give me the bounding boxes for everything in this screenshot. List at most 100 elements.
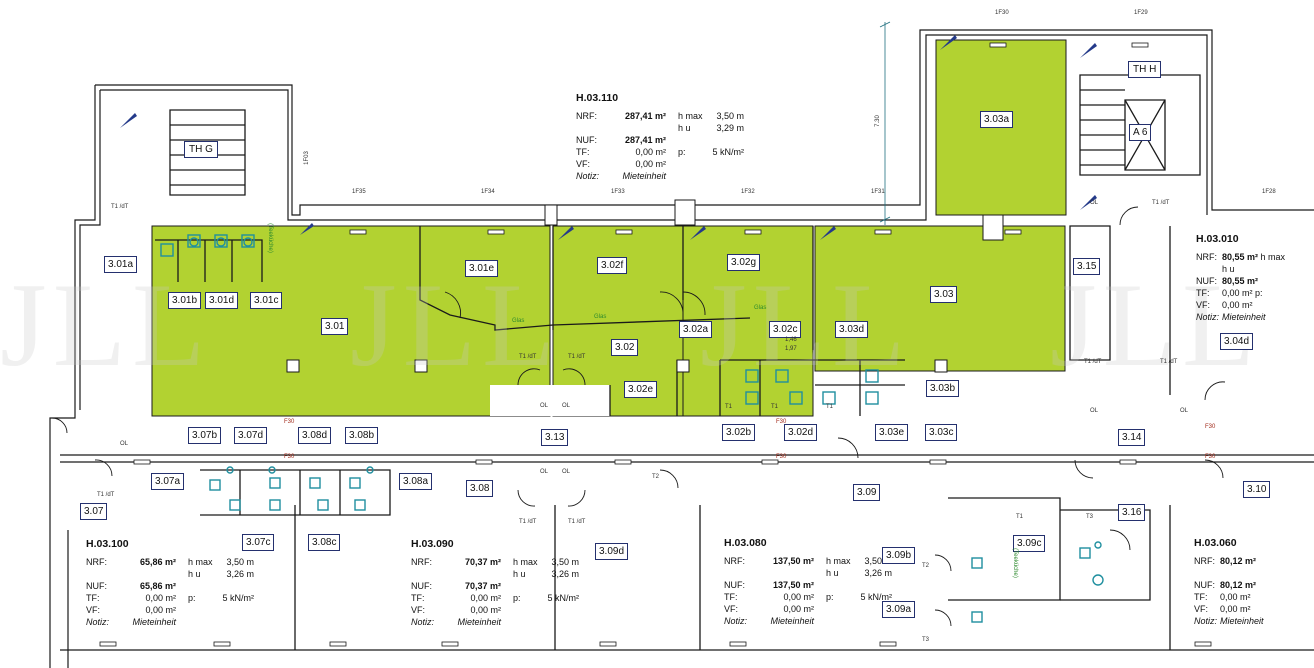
room-label[interactable]: 3.01c bbox=[250, 292, 283, 309]
door-label: T1 /dT bbox=[519, 354, 537, 360]
unit-id: H.03.110 bbox=[576, 92, 619, 104]
room-label[interactable]: 3.08a bbox=[399, 473, 433, 490]
room-label[interactable]: 3.09d bbox=[595, 543, 629, 560]
room-label[interactable]: 3.16 bbox=[1118, 504, 1146, 521]
door-label: T3 bbox=[1086, 514, 1094, 520]
door-label: T1 /dT bbox=[1084, 359, 1102, 365]
unit-id: H.03.100 bbox=[86, 538, 129, 550]
room-label[interactable]: 3.03 bbox=[930, 286, 958, 303]
jll-watermark: JLL JLL JLL JLL bbox=[0, 258, 1261, 391]
door-label: T1 bbox=[826, 404, 834, 410]
room-label[interactable]: 3.03c bbox=[925, 424, 958, 441]
dimension-label: 1,97 bbox=[785, 346, 797, 352]
ol-label: OL bbox=[562, 469, 571, 475]
unit-id: H.03.080 bbox=[724, 537, 767, 549]
axis-label: 1F31 bbox=[871, 189, 885, 195]
glass-label: Glas bbox=[754, 305, 767, 311]
room-label[interactable]: 3.08c bbox=[308, 534, 341, 551]
building-outline bbox=[49, 29, 1314, 668]
svg-text:JLL: JLL bbox=[0, 258, 211, 391]
door-label: T1 /dT bbox=[1152, 200, 1170, 206]
door-label: T1 /dT bbox=[111, 204, 129, 210]
room-label[interactable]: 3.02g bbox=[727, 254, 761, 271]
ol-label: OL bbox=[1090, 200, 1099, 206]
ol-label: OL bbox=[562, 403, 571, 409]
axis-label: 1F28 bbox=[1262, 189, 1276, 195]
door-label: T1 /dT bbox=[1160, 359, 1178, 365]
room-label[interactable]: 3.09b bbox=[882, 547, 916, 564]
axis-label: 1F29 bbox=[1134, 10, 1148, 16]
svg-text:JLL: JLL bbox=[1050, 258, 1261, 391]
door-label: T1 /dT bbox=[97, 492, 115, 498]
room-label[interactable]: 3.03a bbox=[980, 111, 1014, 128]
room-label[interactable]: 3.07 bbox=[80, 503, 108, 520]
ol-label: OL bbox=[540, 403, 549, 409]
kitchen-label: (Teeküche) bbox=[266, 223, 273, 253]
unit-id: H.03.090 bbox=[411, 538, 454, 550]
axis-label: 1F33 bbox=[611, 189, 625, 195]
room-label[interactable]: 3.04d bbox=[1220, 333, 1254, 350]
room-label[interactable]: 3.03e bbox=[875, 424, 909, 441]
room-label[interactable]: 3.07c bbox=[242, 534, 275, 551]
room-label[interactable]: 3.02c bbox=[769, 321, 802, 338]
room-label[interactable]: 3.01e bbox=[465, 260, 499, 277]
door-label: T1 /dT bbox=[519, 519, 537, 525]
room-label[interactable]: 3.07d bbox=[234, 427, 268, 444]
room-label[interactable]: 3.02f bbox=[597, 257, 628, 274]
dimension-label: 7.30 bbox=[874, 115, 881, 127]
room-label[interactable]: 3.09c bbox=[1013, 535, 1046, 552]
room-label[interactable]: 3.03d bbox=[835, 321, 869, 338]
door-label: T2 bbox=[922, 563, 930, 569]
room-label[interactable]: 3.08d bbox=[298, 427, 332, 444]
room-label[interactable]: 3.08b bbox=[345, 427, 379, 444]
axis-label: 1F35 bbox=[352, 189, 366, 195]
glass-label: Glas bbox=[594, 314, 607, 320]
door-label: T3 bbox=[922, 637, 930, 643]
room-label[interactable]: 3.10 bbox=[1243, 481, 1271, 498]
glass-label: Glas bbox=[512, 318, 525, 324]
room-label[interactable]: 3.14 bbox=[1118, 429, 1146, 446]
fire-rating-label: F30 bbox=[1205, 424, 1216, 430]
fire-rating-label: F30 bbox=[284, 419, 295, 425]
room-label[interactable]: 3.13 bbox=[541, 429, 569, 446]
fire-rating-label: F30 bbox=[776, 454, 787, 460]
room-label[interactable]: 3.08 bbox=[466, 480, 494, 497]
room-label[interactable]: 3.09a bbox=[882, 601, 916, 618]
door-label: T1 /dT bbox=[568, 519, 586, 525]
room-label[interactable]: 3.01 bbox=[321, 318, 349, 335]
room-label[interactable]: 3.01a bbox=[104, 256, 138, 273]
lift-label[interactable]: A 6 bbox=[1129, 124, 1152, 141]
ol-label: OL bbox=[1090, 408, 1099, 414]
room-label[interactable]: 3.07b bbox=[188, 427, 222, 444]
fire-rating-label: F30 bbox=[776, 419, 787, 425]
svg-text:JLL: JLL bbox=[700, 258, 911, 391]
axis-label: 1F32 bbox=[741, 189, 755, 195]
room-label[interactable]: 3.02b bbox=[722, 424, 756, 441]
door-label: T1 bbox=[1016, 514, 1024, 520]
unit-id: H.03.060 bbox=[1194, 537, 1237, 549]
room-label[interactable]: 3.01b bbox=[168, 292, 202, 309]
unit-id: H.03.010 bbox=[1196, 233, 1239, 245]
fire-rating-label: F30 bbox=[284, 454, 295, 460]
room-label[interactable]: 3.15 bbox=[1073, 258, 1101, 275]
unit-info-h03060: H.03.060 NRF:80,12 m² NUF:80,12 m² TF:0,… bbox=[1194, 537, 1264, 626]
room-label[interactable]: 3.02 bbox=[611, 339, 639, 356]
stair-label[interactable]: TH H bbox=[1128, 61, 1162, 78]
room-label[interactable]: 3.02d bbox=[784, 424, 818, 441]
room-label[interactable]: 3.09 bbox=[853, 484, 881, 501]
room-label[interactable]: 3.07a bbox=[151, 473, 185, 490]
unit-info-h03010: H.03.010 NRF:80,55 m² h max h u NUF:80,5… bbox=[1196, 233, 1286, 322]
ol-label: OL bbox=[540, 469, 549, 475]
stair-label[interactable]: TH G bbox=[184, 141, 218, 158]
door-label: T1 /dT bbox=[568, 354, 586, 360]
room-label[interactable]: 3.01d bbox=[205, 292, 239, 309]
room-label[interactable]: 3.02e bbox=[624, 381, 658, 398]
room-label[interactable]: 3.03b bbox=[926, 380, 960, 397]
ol-label: OL bbox=[1180, 408, 1189, 414]
door-label: T1 bbox=[725, 404, 733, 410]
room-label[interactable]: 3.02a bbox=[679, 321, 713, 338]
dimension-label: 1,46 bbox=[785, 337, 797, 343]
